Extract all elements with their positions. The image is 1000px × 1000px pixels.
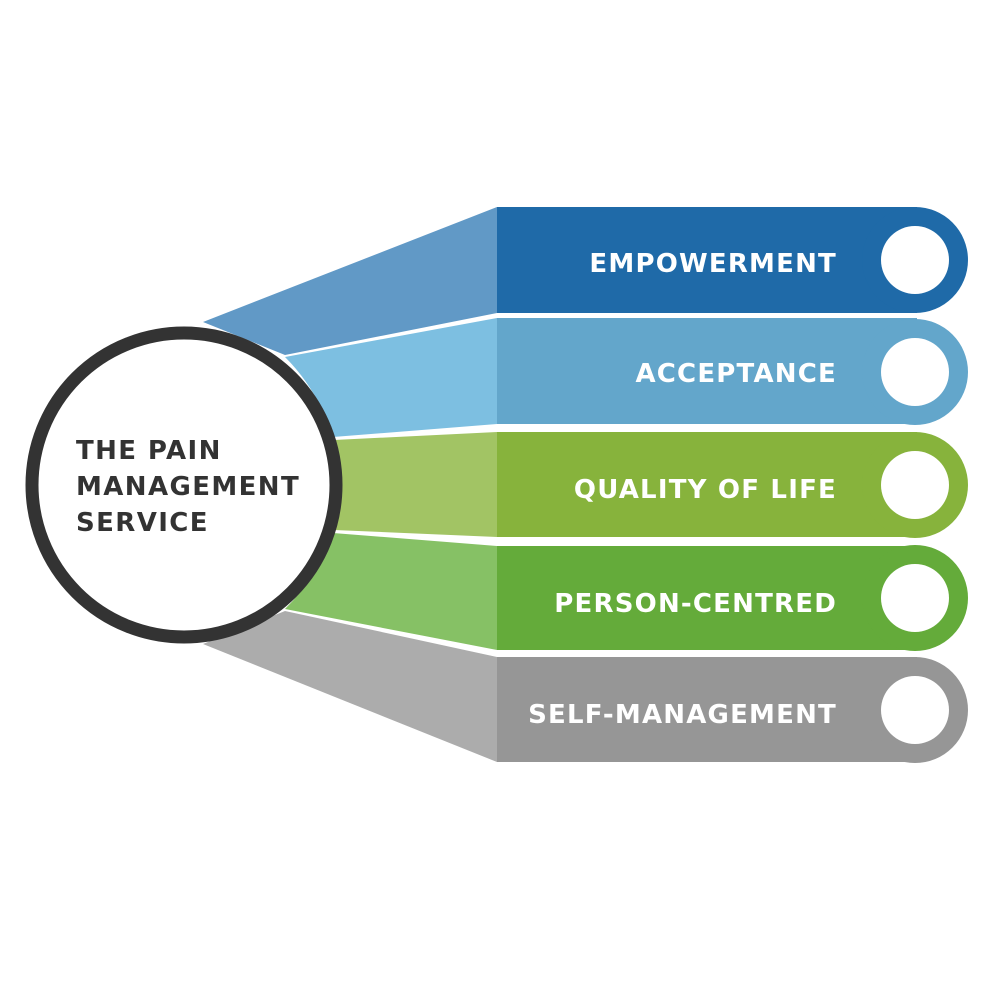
bar-self-management [497,657,917,762]
hub-ring [25,326,343,644]
ring-self-management [862,657,968,763]
funnel-acceptance [285,318,497,437]
bar-empowerment [497,207,917,313]
bar-quality-of-life [497,432,917,537]
bar-acceptance [497,318,917,424]
label-acceptance: ACCEPTANCE [635,359,837,389]
funnel-empowerment [203,207,497,355]
bars [497,207,917,762]
label-empowerment: EMPOWERMENT [589,249,837,279]
hub-line-3: SERVICE [76,508,209,538]
funnel-person-centred [285,533,497,650]
label-quality-of-life: QUALITY OF LIFE [574,475,837,505]
hub: THE PAIN MANAGEMENT SERVICE [25,326,343,644]
ring-empowerment [862,207,968,313]
ring-acceptance [862,319,968,425]
funnel-self-management [203,611,497,762]
hub-line-1: THE PAIN [76,436,222,466]
bar-person-centred [497,546,917,650]
ring-quality-of-life [862,432,968,538]
funnel-quality-of-life [334,432,497,537]
ring-person-centred [862,545,968,651]
bar-labels: EMPOWERMENT ACCEPTANCE QUALITY OF LIFE P… [528,249,837,730]
label-self-management: SELF-MANAGEMENT [528,700,837,730]
end-rings [862,207,968,763]
hub-line-2: MANAGEMENT [76,472,300,502]
label-person-centred: PERSON-CENTRED [554,589,837,619]
funnels [203,207,497,762]
